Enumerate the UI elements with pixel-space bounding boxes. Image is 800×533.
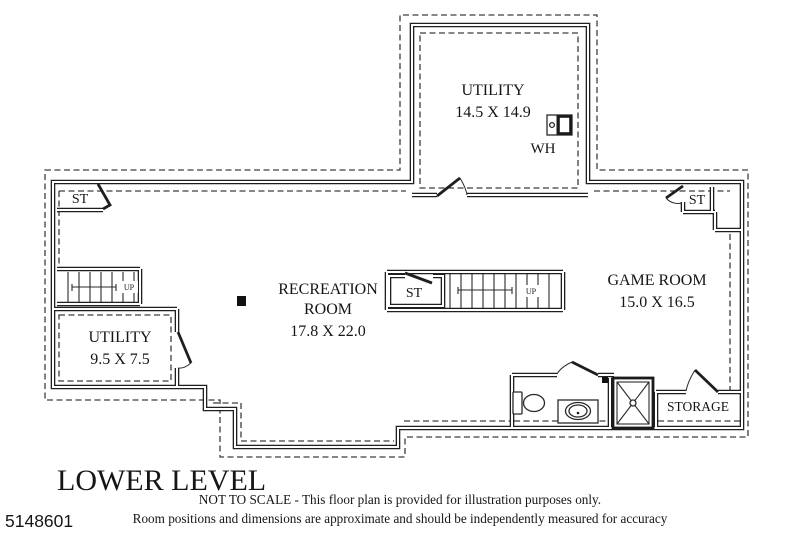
door-closet-upper-left	[96, 183, 112, 211]
shower-icon	[611, 376, 655, 430]
support-column	[237, 296, 608, 383]
listing-number: 5148601	[5, 511, 73, 531]
door-utility-lower	[176, 331, 193, 369]
svg-text:UTILITY: UTILITY	[461, 82, 525, 99]
room-label-utility-lower: UTILITY 9.5 X 7.5	[88, 329, 152, 368]
toilet-icon	[512, 391, 546, 415]
room-label-game-room: GAME ROOM 15.0 X 16.5	[607, 272, 706, 311]
svg-text:14.5 X 14.9: 14.5 X 14.9	[455, 104, 531, 121]
water-heater-label: WH	[531, 141, 556, 157]
page-title: LOWER LEVEL	[57, 464, 266, 497]
closet-label-upper-left: ST	[72, 192, 89, 207]
svg-text:17.8 X 22.0: 17.8 X 22.0	[290, 323, 366, 340]
svg-text:15.0 X 16.5: 15.0 X 16.5	[619, 294, 695, 311]
svg-text:ROOM: ROOM	[304, 301, 352, 318]
closet-label-upper-right: ST	[689, 193, 706, 208]
door-closet-upper-right	[665, 184, 684, 204]
closet-label-center: ST	[406, 286, 423, 301]
door-closet-center	[404, 271, 433, 285]
disclaimer-line-2: Room positions and dimensions are approx…	[133, 511, 668, 526]
disclaimer-line-1: NOT TO SCALE - This floor plan is provid…	[199, 492, 601, 507]
outer-dashed-border	[44, 14, 749, 458]
stairs-up-label-center: UP	[526, 287, 537, 296]
svg-text:UTILITY: UTILITY	[88, 329, 152, 346]
stairs-center	[449, 274, 550, 308]
door-storage	[685, 368, 719, 394]
sink-vanity-icon	[557, 399, 599, 424]
svg-text:9.5 X 7.5: 9.5 X 7.5	[90, 351, 150, 368]
room-label-recreation: RECREATION ROOM 17.8 X 22.0	[278, 281, 378, 340]
water-heater-icon	[546, 114, 573, 136]
stairs-left	[67, 272, 138, 303]
svg-text:GAME ROOM: GAME ROOM	[607, 272, 706, 289]
stairs-up-label-left: UP	[124, 283, 135, 292]
door-bathroom	[556, 360, 599, 377]
room-label-storage: STORAGE	[667, 399, 729, 414]
inner-dashed-lines	[58, 32, 740, 442]
door-utility-upper	[436, 176, 468, 198]
room-label-utility-upper: UTILITY 14.5 X 14.9	[455, 82, 531, 121]
svg-text:RECREATION: RECREATION	[278, 281, 378, 298]
